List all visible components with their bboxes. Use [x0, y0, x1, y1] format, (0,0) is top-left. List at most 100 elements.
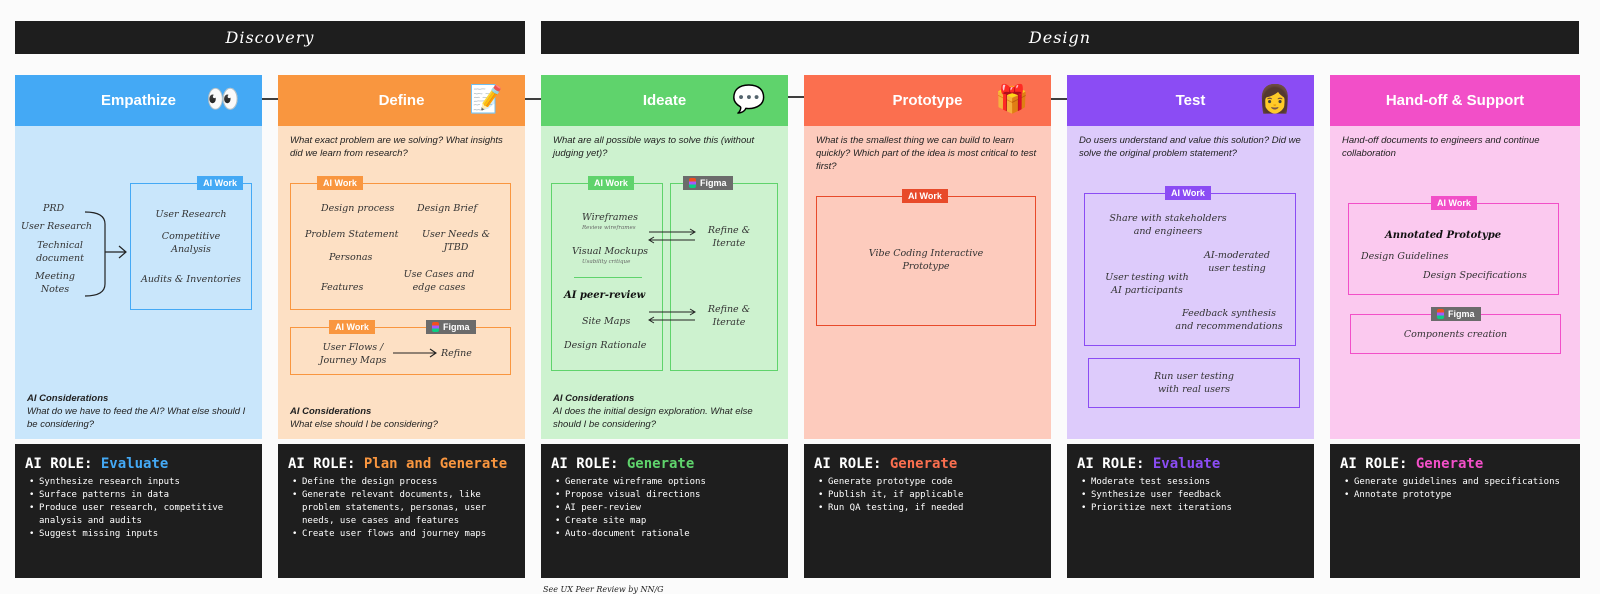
- ai-considerations: AI Considerations AI does the initial de…: [553, 392, 778, 431]
- ai-role-bullet: Annotate prototype: [1344, 489, 1570, 502]
- ai-work-box: AI Work Annotated Prototype Design Guide…: [1348, 196, 1559, 295]
- column-handoff: Hand-off & Support Hand-off documents to…: [1330, 75, 1580, 439]
- phase-discovery: Discovery: [15, 21, 525, 54]
- ai-role-name: Evaluate: [1152, 456, 1221, 472]
- column-header: Ideate 💬: [541, 75, 788, 126]
- ai-role-bullet: Create user flows and journey maps: [292, 528, 515, 541]
- considerations-text: AI does the initial design exploration. …: [553, 406, 753, 430]
- considerations-text: What else should I be considering?: [290, 419, 438, 430]
- ai-role-bullet: Create site map: [555, 515, 778, 528]
- column-body: What is the smallest thing we can build …: [804, 126, 1051, 439]
- considerations-title: AI Considerations: [290, 406, 372, 417]
- considerations-title: AI Considerations: [553, 393, 635, 404]
- wireframes-subtext: Review wireframes: [582, 225, 636, 231]
- ai-role-name: Plan and Generate: [363, 456, 508, 472]
- ai-role-prefix: AI ROLE:: [551, 456, 627, 472]
- ai-role-bullet: AI peer-review: [555, 502, 778, 515]
- memo-icon: 📝: [469, 84, 503, 114]
- ai-role-bullet: Generate wireframe options: [555, 476, 778, 489]
- ai-work-tag: AI Work: [329, 320, 375, 334]
- figma-icon: [1437, 309, 1444, 319]
- define-item: User Needs & JTBD: [421, 229, 491, 253]
- output-item: Audits & Inventories: [141, 274, 241, 285]
- ai-role-card: AI ROLE: Generate Generate wireframe opt…: [541, 444, 788, 578]
- define-item: Design Brief: [417, 203, 478, 214]
- ai-role-bullet: Prioritize next iterations: [1081, 502, 1304, 515]
- real-users-item: Run user testing with real users: [1154, 371, 1234, 395]
- ai-role-bullet: Auto-document rationale: [555, 528, 778, 541]
- ai-role-card: AI ROLE: Generate Generate prototype cod…: [804, 444, 1051, 578]
- define-item: Problem Statement: [305, 229, 399, 240]
- ai-role-bullet: Propose visual directions: [555, 489, 778, 502]
- define-item: Use Cases and edge cases: [403, 269, 475, 293]
- figma-icon: [432, 322, 439, 332]
- figma-box: Figma Refine & Iterate Refine & Iterate: [670, 176, 778, 371]
- test-item: Share with stakeholders and engineers: [1109, 213, 1227, 237]
- column-question: Do users understand and value this solut…: [1079, 135, 1301, 159]
- column-title: Test: [1175, 92, 1206, 109]
- iterate-arrows: [648, 228, 696, 244]
- column-body: PRD User Research Technical document Mee…: [15, 126, 262, 439]
- input-item: PRD: [43, 203, 65, 214]
- input-item: User Research: [21, 221, 92, 232]
- column-title: Prototype: [892, 92, 963, 109]
- ai-considerations: AI Considerations What else should I be …: [290, 405, 515, 431]
- figma-icon: [689, 178, 696, 188]
- figma-tag[interactable]: Figma: [1431, 307, 1481, 321]
- eyes-icon: 👀: [206, 84, 240, 114]
- ai-work-tag: AI Work: [588, 176, 634, 190]
- define-item: Design process: [321, 203, 395, 214]
- peer-review-item: AI peer-review: [564, 290, 646, 301]
- ai-role-card: AI ROLE: Evaluate Synthesize research in…: [15, 444, 262, 578]
- ai-role-bullet: Synthesize research inputs: [29, 476, 252, 489]
- figma-label: Figma: [700, 178, 727, 188]
- column-question: What exact problem are we solving? What …: [290, 135, 503, 159]
- ai-role-bullet: Publish it, if applicable: [818, 489, 1041, 502]
- ai-work-tag: AI Work: [197, 176, 243, 190]
- figma-tag[interactable]: Figma: [426, 320, 476, 334]
- input-item: Meeting Notes: [34, 271, 76, 295]
- ai-role-name: Evaluate: [100, 456, 169, 472]
- ai-role-card: AI ROLE: Evaluate Moderate test sessions…: [1067, 444, 1314, 578]
- test-item: User testing with AI participants: [1105, 272, 1189, 296]
- column-test: Test 👩 Do users understand and value thi…: [1067, 75, 1314, 439]
- ai-role-bullets: Generate prototype code Publish it, if a…: [814, 476, 1041, 515]
- ai-role-prefix: AI ROLE:: [814, 456, 890, 472]
- refine-item: Refine & Iterate: [707, 304, 751, 328]
- ai-role-title: AI ROLE: Generate: [1340, 456, 1570, 472]
- guidelines-item: Design Guidelines: [1361, 251, 1449, 262]
- rationale-item: Design Rationale: [564, 340, 647, 351]
- column-body: What exact problem are we solving? What …: [278, 126, 525, 439]
- ai-role-card: AI ROLE: Generate Generate guidelines an…: [1330, 444, 1580, 578]
- ai-role-title: AI ROLE: Generate: [814, 456, 1041, 472]
- column-ideate: Ideate 💬 What are all possible ways to s…: [541, 75, 788, 439]
- flows-item: User Flows / Journey Maps: [319, 342, 387, 366]
- speech-bubbles-icon: 💬: [732, 84, 766, 114]
- considerations-text: What do we have to feed the AI? What els…: [27, 406, 246, 430]
- ai-role-bullet: Run QA testing, if needed: [818, 502, 1041, 515]
- ai-role-bullet: Synthesize user feedback: [1081, 489, 1304, 502]
- ai-role-bullets: Synthesize research inputs Surface patte…: [25, 476, 252, 541]
- column-body: Hand-off documents to engineers and cont…: [1330, 126, 1580, 439]
- column-body: What are all possible ways to solve this…: [541, 126, 788, 439]
- column-prototype: Prototype 🎁 What is the smallest thing w…: [804, 75, 1051, 439]
- ai-work-tag: AI Work: [1431, 196, 1477, 210]
- bracket-connector: [84, 211, 127, 297]
- figma-tag[interactable]: Figma: [683, 176, 733, 190]
- ai-role-bullets: Generate guidelines and specifications A…: [1340, 476, 1570, 502]
- output-item: Competitive Analysis: [161, 231, 221, 255]
- column-title: Empathize: [100, 92, 176, 109]
- column-question: What are all possible ways to solve this…: [553, 135, 755, 159]
- column-define: Define 📝 What exact problem are we solvi…: [278, 75, 525, 439]
- mockups-subtext: Usability critique: [582, 259, 631, 265]
- ai-role-name: Generate: [1415, 456, 1484, 472]
- column-header: Prototype 🎁: [804, 75, 1051, 126]
- mockups-item: Visual Mockups: [572, 246, 649, 257]
- divider: [574, 277, 642, 278]
- ai-role-name: Generate: [889, 456, 958, 472]
- sitemaps-item: Site Maps: [582, 316, 631, 327]
- ai-role-bullet: Produce user research, competitive analy…: [29, 502, 252, 528]
- define-item: Personas: [329, 252, 373, 263]
- ai-role-bullet: Generate guidelines and specifications: [1344, 476, 1570, 489]
- column-header: Test 👩: [1067, 75, 1314, 126]
